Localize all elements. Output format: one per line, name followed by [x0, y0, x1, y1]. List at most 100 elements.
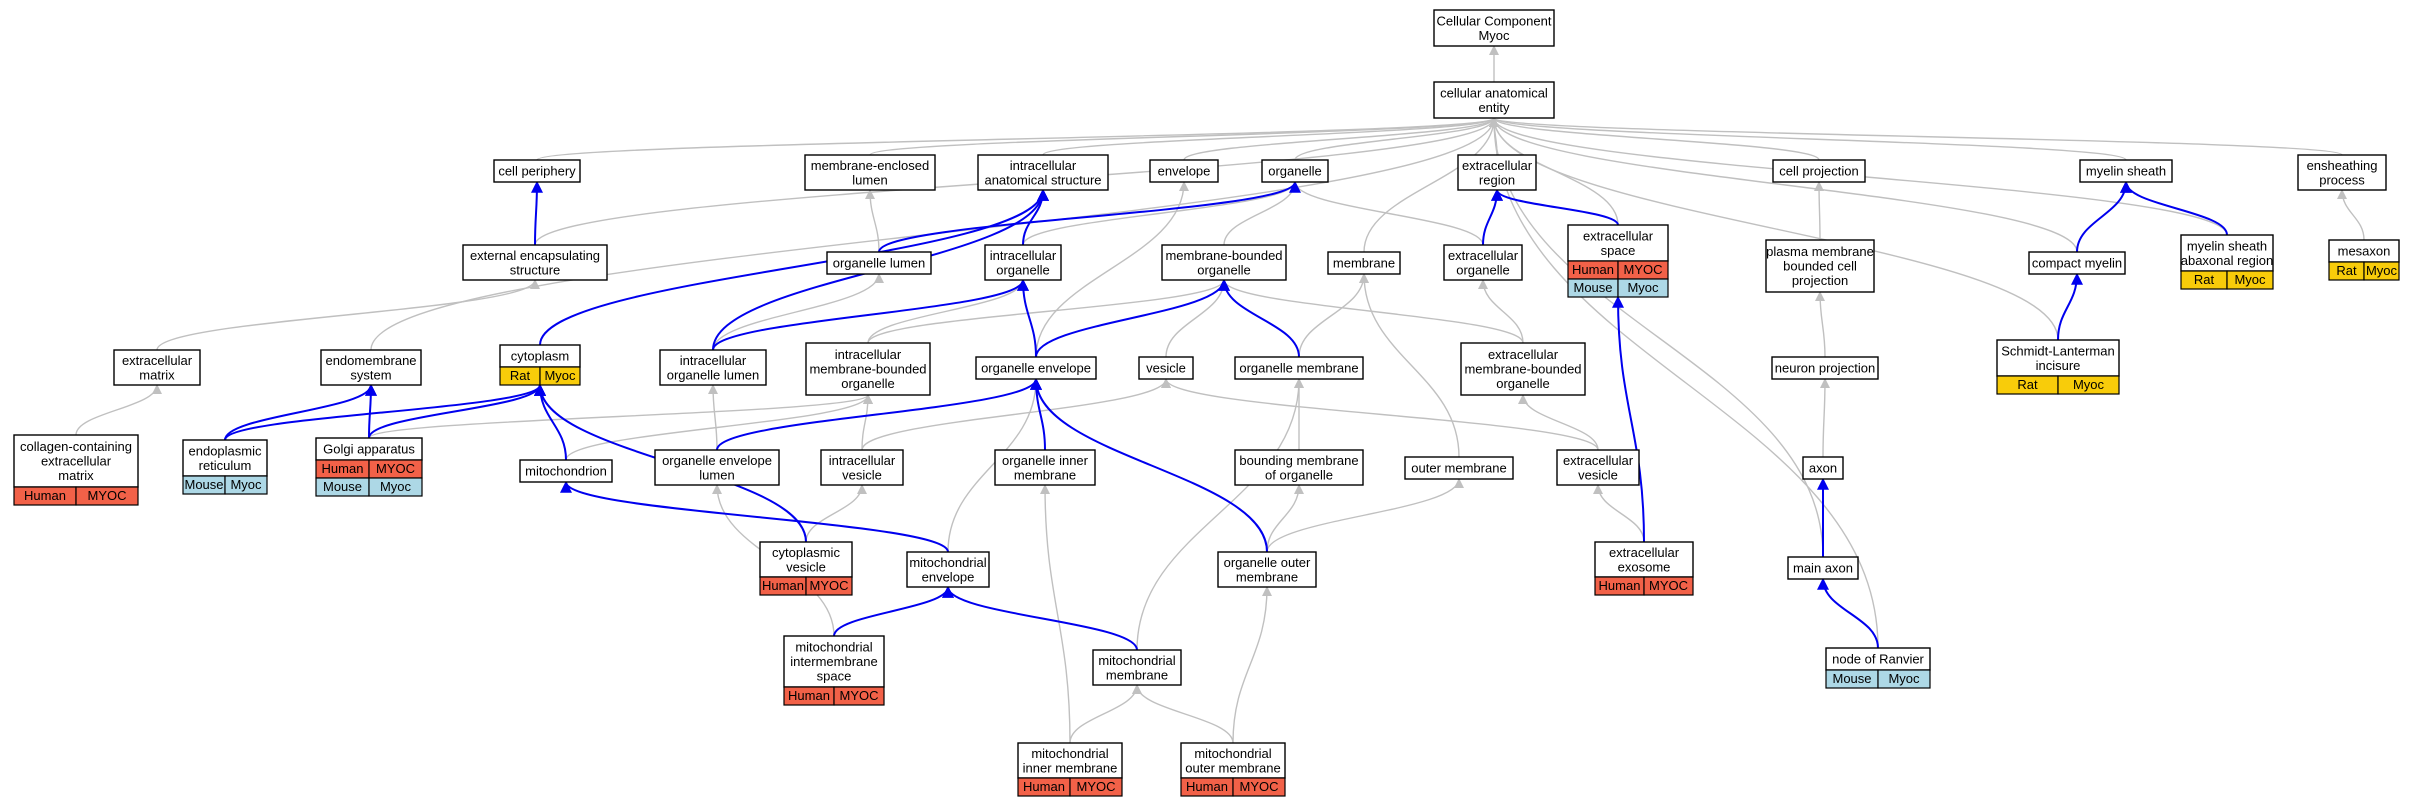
term-label-line: membrane-enclosed: [811, 158, 930, 173]
term-box: [1138, 356, 1194, 380]
species-label: Rat: [2336, 263, 2357, 278]
term-label-line: membrane-bounded: [809, 362, 926, 377]
annotation-edge-oel-to-orgenv: [716, 377, 1042, 451]
term-label-line: organelle: [841, 376, 895, 391]
term-label-line: intermembrane: [790, 654, 877, 669]
is-a-edge-icves-to-icmbo: [861, 394, 873, 451]
term-label-line: endomembrane: [325, 353, 416, 368]
term-label-line: projection: [1792, 273, 1848, 288]
is-a-edge-oel-to-icol: [708, 384, 719, 451]
term-box: [759, 541, 853, 578]
term-box: [984, 244, 1062, 281]
gene-tag: [1617, 278, 1669, 298]
term-label-line: reticulum: [199, 458, 252, 473]
term-box: [113, 349, 201, 386]
term-box: [1457, 154, 1537, 191]
term-label-line: bounding membrane: [1239, 453, 1358, 468]
is-a-edge-icves-to-vesicle: [861, 378, 1171, 451]
annotation-edge-cytoplasm-to-ias: [539, 188, 1049, 346]
is-a-edge-golgi-to-icmbo: [368, 394, 873, 439]
term-label-line: bounded cell: [1783, 259, 1857, 274]
term-label-line: intracellular: [990, 248, 1057, 263]
term-box: [1017, 742, 1123, 779]
term-label-line: space: [1601, 243, 1636, 258]
go-term-organelle: organelle: [1261, 159, 1329, 183]
term-label-line: cell periphery: [498, 164, 576, 179]
go-term-mainaxon: main axon: [1787, 556, 1859, 580]
is-a-edge-mainaxon-to-cae: [1489, 117, 1824, 558]
is-a-edge-enshp-to-cae: [1489, 117, 2343, 156]
is-a-edge-ecmatrix-to-ees: [156, 279, 540, 351]
term-label-line: anatomical structure: [984, 172, 1101, 187]
gene-label: MYOC: [1649, 578, 1688, 593]
term-box: [1433, 9, 1555, 47]
term-box: [2028, 251, 2126, 275]
is-a-edge-organelle-to-cae: [1294, 117, 1499, 161]
species-label: Human: [1186, 779, 1228, 794]
is-a-edge-icmbo-to-icorg: [867, 279, 1028, 344]
species-label: Human: [1572, 262, 1614, 277]
is-a-edge-axon-to-neuronproj: [1819, 378, 1830, 458]
term-label-line: organelle: [1197, 262, 1251, 277]
term-box: [493, 159, 581, 183]
species-label: Mouse: [1832, 671, 1871, 686]
gene-tag: [1069, 777, 1123, 797]
annotation-edge-icol-to-icorg: [712, 278, 1029, 351]
go-term-vesicle: vesicle: [1138, 356, 1194, 380]
is-a-edge-orglumen-to-mel: [865, 189, 880, 253]
term-label-line: matrix: [139, 367, 175, 382]
term-label-line: membrane: [1014, 467, 1076, 482]
annotation-edge-golgi-to-endosys: [364, 383, 377, 439]
gene-tag: [1877, 669, 1931, 689]
is-a-edge-mom-to-oom: [1232, 586, 1272, 744]
is-a-edge-oom-to-bmo: [1266, 484, 1304, 553]
gene-label: Myoc: [230, 477, 262, 492]
is-a-edge-orgmem-to-membrane: [1298, 273, 1369, 358]
term-box: [2180, 234, 2274, 272]
species-label: Human: [322, 461, 364, 476]
term-box: [1443, 244, 1523, 281]
gene-tag: [833, 686, 885, 706]
term-label-line: vesicle: [1578, 467, 1618, 482]
annotation-edge-msar-to-myelin: [2120, 180, 2228, 236]
annotation-edge-exosome-to-ecspace: [1612, 295, 1645, 543]
term-label-line: of organelle: [1265, 467, 1333, 482]
term-box: [320, 349, 422, 386]
annotation-edge-mito-to-cytoplasm: [534, 383, 567, 461]
term-label-line: membrane-bounded: [1464, 362, 1581, 377]
annotation-edge-compact-to-myelin: [2076, 180, 2132, 253]
term-label-line: intracellular: [1010, 158, 1077, 173]
gene-tag: [1232, 777, 1286, 797]
term-label-line: Myoc: [1478, 28, 1510, 43]
term-label-line: organelle lumen: [667, 367, 760, 382]
term-label-line: envelope: [922, 569, 975, 584]
term-box: [1149, 159, 1219, 183]
term-label-line: neuron projection: [1775, 361, 1875, 376]
term-box: [820, 449, 904, 486]
term-label-line: vesicle: [786, 559, 826, 574]
go-term-axon: axon: [1802, 456, 1844, 480]
is-a-edge-cellproj-to-cae: [1489, 117, 1820, 161]
gene-label: Myoc: [1888, 671, 1920, 686]
species-label: Mouse: [323, 479, 362, 494]
term-label-line: system: [350, 367, 391, 382]
gene-tag: [75, 486, 139, 506]
term-label-line: organelle lumen: [833, 256, 926, 271]
term-label-line: mitochondrial: [1098, 653, 1175, 668]
term-box: [1787, 556, 1859, 580]
term-label-line: intracellular: [680, 353, 747, 368]
species-label: Mouse: [184, 477, 223, 492]
term-box: [659, 349, 767, 386]
gene-label: MYOC: [1240, 779, 1279, 794]
